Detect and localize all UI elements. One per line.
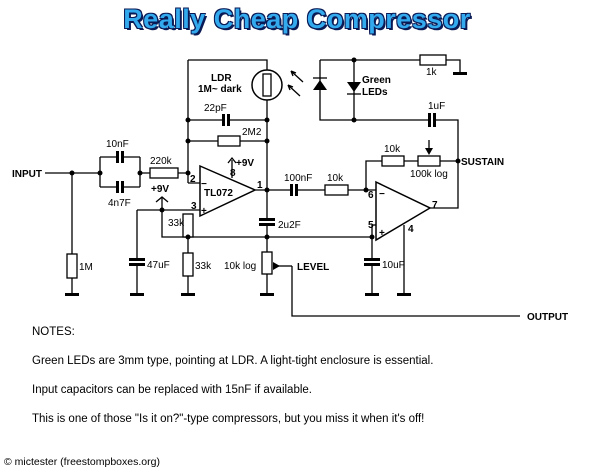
capacitor-47uF	[129, 258, 145, 266]
page-title: Really Cheap Compressor	[123, 4, 471, 34]
label-1k: 1k	[426, 67, 438, 78]
capacitor-1uF	[428, 113, 436, 127]
label-10nF: 10nF	[106, 139, 129, 150]
opamp-1-plus: +	[201, 206, 207, 217]
resistor-33k-b	[182, 252, 194, 277]
notes-section: NOTES: Green LEDs are 3mm type, pointing…	[32, 325, 582, 441]
note-line-2: Input capacitors can be replaced with 15…	[32, 384, 312, 396]
opamp-2-plus: +	[379, 228, 385, 239]
note-line-3: This is one of those "Is it on?"-type co…	[32, 413, 425, 425]
resistor-1k	[419, 54, 447, 66]
capacitor-10uF	[364, 258, 380, 266]
opamp-1-minus: −	[201, 179, 207, 190]
junction-dots	[69, 57, 461, 240]
notes-heading: NOTES:	[32, 326, 75, 338]
capacitor-100nF	[290, 184, 298, 196]
sustain-label: SUSTAIN	[461, 157, 504, 168]
green-leds-label-1: Green	[362, 75, 391, 86]
label-33k-a: 33k	[168, 218, 185, 229]
label-100k-log: 100k log	[410, 169, 448, 180]
label-1uF: 1uF	[428, 101, 445, 112]
green-leds	[313, 77, 361, 95]
label-4n7F: 4n7F	[108, 198, 131, 209]
ldr-symbol	[251, 69, 304, 101]
opamp-2-minus: −	[379, 189, 385, 200]
plus9v-a-label: +9V	[236, 158, 254, 169]
opamp-2	[375, 180, 432, 242]
label-2M2: 2M2	[242, 127, 262, 138]
resistor-10k-a	[324, 184, 349, 196]
label-2u2F: 2u2F	[278, 220, 301, 231]
output-label: OUTPUT	[527, 312, 568, 323]
label-10k-a: 10k	[327, 173, 344, 184]
potentiometer-level	[261, 251, 280, 275]
capacitor-22pF	[222, 114, 230, 126]
capacitor-10nF	[116, 151, 124, 163]
label-10k-log: 10k log	[224, 261, 256, 272]
resistor-1M	[66, 253, 78, 279]
opamp-1	[199, 156, 257, 218]
green-leds-label-2: LEDs	[362, 87, 388, 98]
credit-text: © mictester (freestompboxes.org)	[4, 456, 160, 468]
resistor-220k	[149, 167, 179, 179]
pin-5-label: 5	[368, 220, 374, 231]
resistor-33k-a	[182, 213, 194, 238]
arrow-plus9v-b	[155, 196, 169, 203]
label-10k-b: 10k	[384, 144, 401, 155]
level-label: LEVEL	[297, 262, 329, 273]
plus9v-b-label: +9V	[151, 184, 169, 195]
opamp-1-label: TL072	[204, 188, 233, 199]
pin-4-label: 4	[408, 224, 414, 235]
pin-1-label: 1	[257, 180, 263, 191]
note-line-1: Green LEDs are 3mm type, pointing at LDR…	[32, 355, 434, 367]
potentiometer-sustain	[417, 148, 441, 167]
label-220k: 220k	[150, 156, 173, 167]
capacitor-2u2F	[259, 218, 275, 226]
pin-7-label: 7	[432, 200, 438, 211]
pin-3-label: 3	[191, 201, 197, 212]
ldr-label: LDR	[211, 73, 232, 84]
label-33k-b: 33k	[195, 261, 212, 272]
resistor-2M2	[217, 135, 241, 147]
label-47uF: 47uF	[147, 260, 170, 271]
label-1M: 1M	[79, 262, 93, 273]
wires	[45, 59, 520, 317]
pin-8-label: 8	[230, 168, 236, 179]
capacitor-4n7F	[116, 181, 124, 193]
pin-2-label: 2	[190, 174, 196, 185]
pin-6-label: 6	[368, 190, 374, 201]
ground-symbols	[65, 72, 467, 296]
input-label: INPUT	[12, 169, 42, 180]
resistor-10k-b	[381, 155, 405, 167]
ldr-value: 1M~ dark	[198, 84, 242, 95]
label-22pF: 22pF	[204, 103, 227, 114]
label-100nF: 100nF	[284, 173, 312, 184]
label-10uF: 10uF	[382, 260, 405, 271]
